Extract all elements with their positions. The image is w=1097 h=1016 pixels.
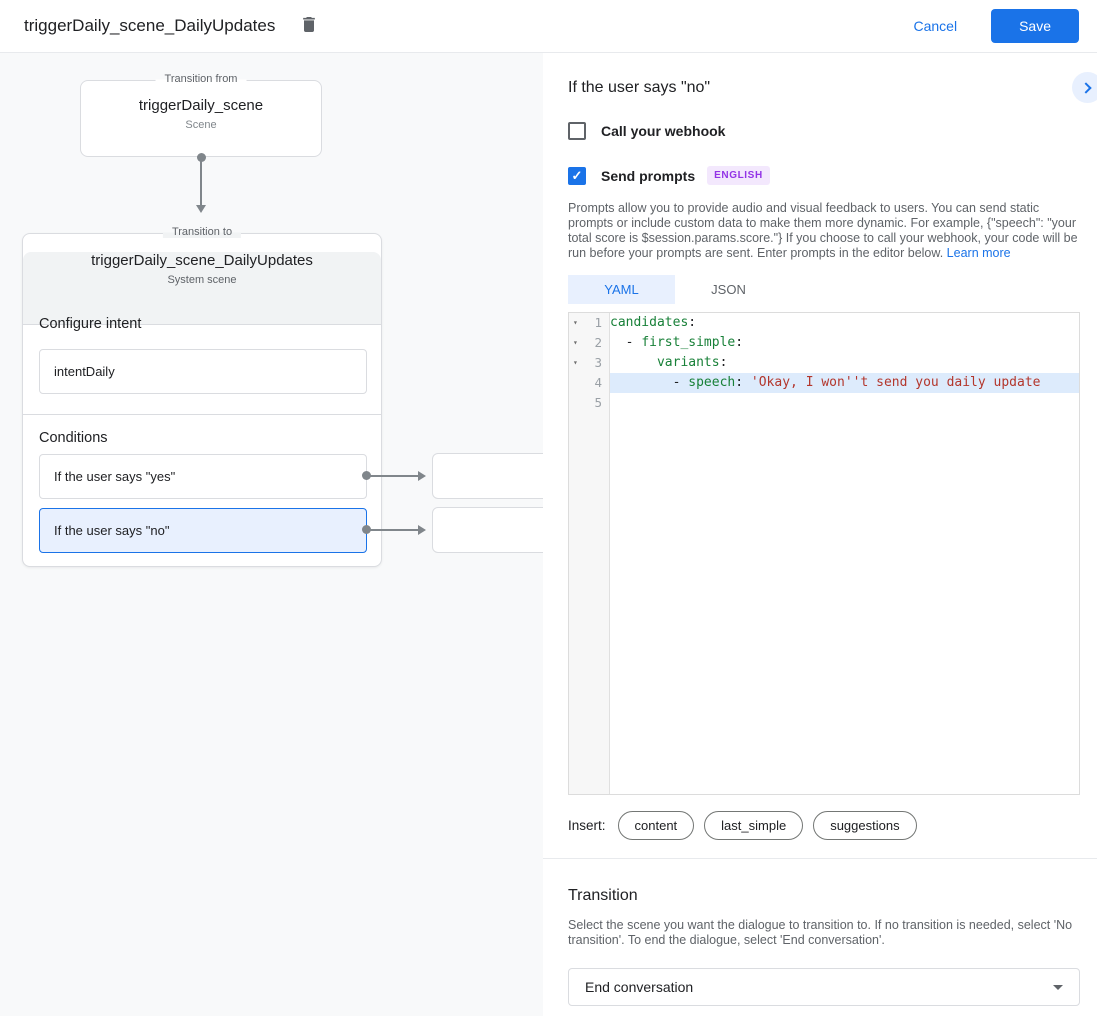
to-scene-header: triggerDaily_scene_DailyUpdates System s… bbox=[23, 252, 381, 325]
yaml-punct: : bbox=[735, 375, 751, 390]
transition-selected-value: End conversation bbox=[585, 979, 694, 995]
condition-target-no[interactable] bbox=[432, 507, 543, 553]
condition-editor-panel: If the user says "no" Call your webhook … bbox=[543, 53, 1097, 1016]
gutter-row: ▾ 3 bbox=[569, 353, 609, 373]
learn-more-link[interactable]: Learn more bbox=[946, 246, 1011, 260]
webhook-row: Call your webhook bbox=[568, 122, 1080, 140]
editor-code-area[interactable]: candidates: - first_simple: variants: - … bbox=[610, 313, 1079, 794]
flow-arrowhead-down bbox=[196, 205, 206, 213]
configure-intent-label: Configure intent bbox=[39, 316, 142, 332]
yaml-punct: - bbox=[610, 335, 642, 350]
insert-label: Insert: bbox=[568, 818, 606, 833]
prompts-description-text: Prompts allow you to provide audio and v… bbox=[568, 201, 1078, 260]
tab-yaml[interactable]: YAML bbox=[568, 275, 675, 304]
flow-connector-line bbox=[370, 528, 418, 531]
code-line-3[interactable]: variants: bbox=[610, 353, 1079, 373]
transition-section-title: Transition bbox=[568, 887, 638, 904]
save-button[interactable]: Save bbox=[991, 9, 1079, 43]
line-number: 3 bbox=[594, 355, 602, 370]
insert-chip-last-simple[interactable]: last_simple bbox=[704, 811, 804, 840]
from-scene-type: Scene bbox=[185, 119, 217, 131]
code-line-1[interactable]: candidates: bbox=[610, 313, 1079, 333]
send-prompts-label: Send prompts bbox=[601, 167, 696, 184]
to-scene-type: System scene bbox=[167, 274, 237, 286]
panel-title: If the user says "no" bbox=[568, 79, 711, 96]
condition-card-no[interactable]: If the user says "no" bbox=[39, 508, 367, 553]
yaml-punct: : bbox=[719, 355, 728, 370]
gutter-row: 5 bbox=[569, 393, 609, 413]
fold-arrow-icon[interactable]: ▾ bbox=[573, 318, 578, 327]
flow-arrowhead-right bbox=[418, 524, 426, 535]
divider bbox=[23, 414, 381, 415]
tab-json[interactable]: JSON bbox=[711, 282, 746, 297]
chevron-right-icon bbox=[1080, 82, 1092, 94]
transition-to-legend: Transition to bbox=[162, 226, 242, 238]
trash-icon bbox=[299, 14, 319, 38]
connector-dot bbox=[361, 471, 371, 480]
yaml-punct: : bbox=[735, 335, 744, 350]
divider bbox=[543, 858, 1097, 859]
flow-connector-line bbox=[370, 474, 418, 477]
transition-from-legend: Transition from bbox=[155, 73, 247, 85]
transition-select[interactable]: End conversation bbox=[568, 968, 1080, 1006]
to-scene-name: triggerDaily_scene_DailyUpdates bbox=[91, 252, 313, 269]
editor-gutter: ▾ 1 ▾ 2 ▾ 3 4 5 bbox=[569, 313, 610, 794]
code-line-4[interactable]: - speech: 'Okay, I won''t send you daily… bbox=[610, 373, 1079, 393]
yaml-key: candidates bbox=[610, 315, 689, 330]
flow-connector-line bbox=[200, 157, 202, 205]
condition-no-label: If the user says "no" bbox=[54, 523, 170, 538]
yaml-punct bbox=[610, 355, 657, 370]
insert-chip-content[interactable]: content bbox=[617, 811, 695, 840]
line-number: 1 bbox=[594, 315, 602, 330]
fold-arrow-icon[interactable]: ▾ bbox=[573, 338, 578, 347]
page-title: triggerDaily_scene_DailyUpdates bbox=[24, 16, 276, 35]
caret-down-icon bbox=[1053, 984, 1063, 990]
line-number: 2 bbox=[594, 335, 602, 350]
collapse-panel-button[interactable] bbox=[1072, 72, 1097, 103]
intent-name: intentDaily bbox=[54, 364, 115, 379]
prompts-description: Prompts allow you to provide audio and v… bbox=[568, 201, 1080, 261]
flow-canvas: Transition from triggerDaily_scene Scene… bbox=[0, 53, 543, 1016]
editor-format-tabs: YAML JSON bbox=[568, 275, 1080, 304]
yaml-key: speech bbox=[688, 375, 736, 390]
yaml-key: first_simple bbox=[641, 335, 736, 350]
language-badge: ENGLISH bbox=[707, 166, 770, 185]
condition-card-yes[interactable]: If the user says "yes" bbox=[39, 454, 367, 499]
conditions-label: Conditions bbox=[39, 430, 108, 446]
yaml-punct: : bbox=[688, 315, 697, 330]
top-bar: triggerDaily_scene_DailyUpdates Cancel S… bbox=[0, 0, 1097, 53]
transition-description: Select the scene you want the dialogue t… bbox=[568, 918, 1073, 947]
code-line-2[interactable]: - first_simple: bbox=[610, 333, 1079, 353]
webhook-label: Call your webhook bbox=[601, 123, 726, 139]
from-scene-name: triggerDaily_scene bbox=[138, 97, 264, 114]
send-prompts-row: ✓ Send prompts ENGLISH bbox=[568, 166, 1080, 185]
yaml-string: 'Okay, I won''t send you daily update bbox=[750, 375, 1041, 390]
send-prompts-checkbox[interactable]: ✓ bbox=[568, 166, 586, 185]
intent-card[interactable]: intentDaily bbox=[39, 349, 367, 394]
condition-yes-label: If the user says "yes" bbox=[54, 469, 176, 484]
fold-arrow-icon[interactable]: ▾ bbox=[573, 358, 578, 367]
insert-row: Insert: content last_simple suggestions bbox=[568, 811, 1080, 840]
code-line-5[interactable] bbox=[610, 393, 1079, 413]
topbar-actions: Cancel Save bbox=[897, 9, 1079, 43]
cancel-button[interactable]: Cancel bbox=[897, 10, 973, 42]
delete-scene-button[interactable] bbox=[295, 12, 323, 40]
yaml-key: variants bbox=[656, 355, 720, 370]
yaml-punct: - bbox=[610, 375, 689, 390]
webhook-checkbox[interactable] bbox=[568, 122, 586, 140]
gutter-row: ▾ 2 bbox=[569, 333, 609, 353]
flow-arrowhead-right bbox=[418, 470, 426, 481]
gutter-row: ▾ 1 bbox=[569, 313, 609, 333]
transition-to-node[interactable]: Transition to triggerDaily_scene_DailyUp… bbox=[22, 226, 382, 567]
line-number: 4 bbox=[594, 375, 602, 390]
insert-chip-suggestions[interactable]: suggestions bbox=[813, 811, 917, 840]
line-number: 5 bbox=[594, 395, 602, 410]
transition-from-node[interactable]: Transition from triggerDaily_scene Scene bbox=[80, 73, 322, 157]
gutter-row: 4 bbox=[569, 373, 609, 393]
check-icon: ✓ bbox=[571, 167, 583, 183]
prompt-code-editor[interactable]: ▾ 1 ▾ 2 ▾ 3 4 5 candidates: - first_simp… bbox=[568, 312, 1080, 795]
condition-target-yes[interactable] bbox=[432, 453, 543, 499]
connector-dot bbox=[361, 525, 371, 534]
